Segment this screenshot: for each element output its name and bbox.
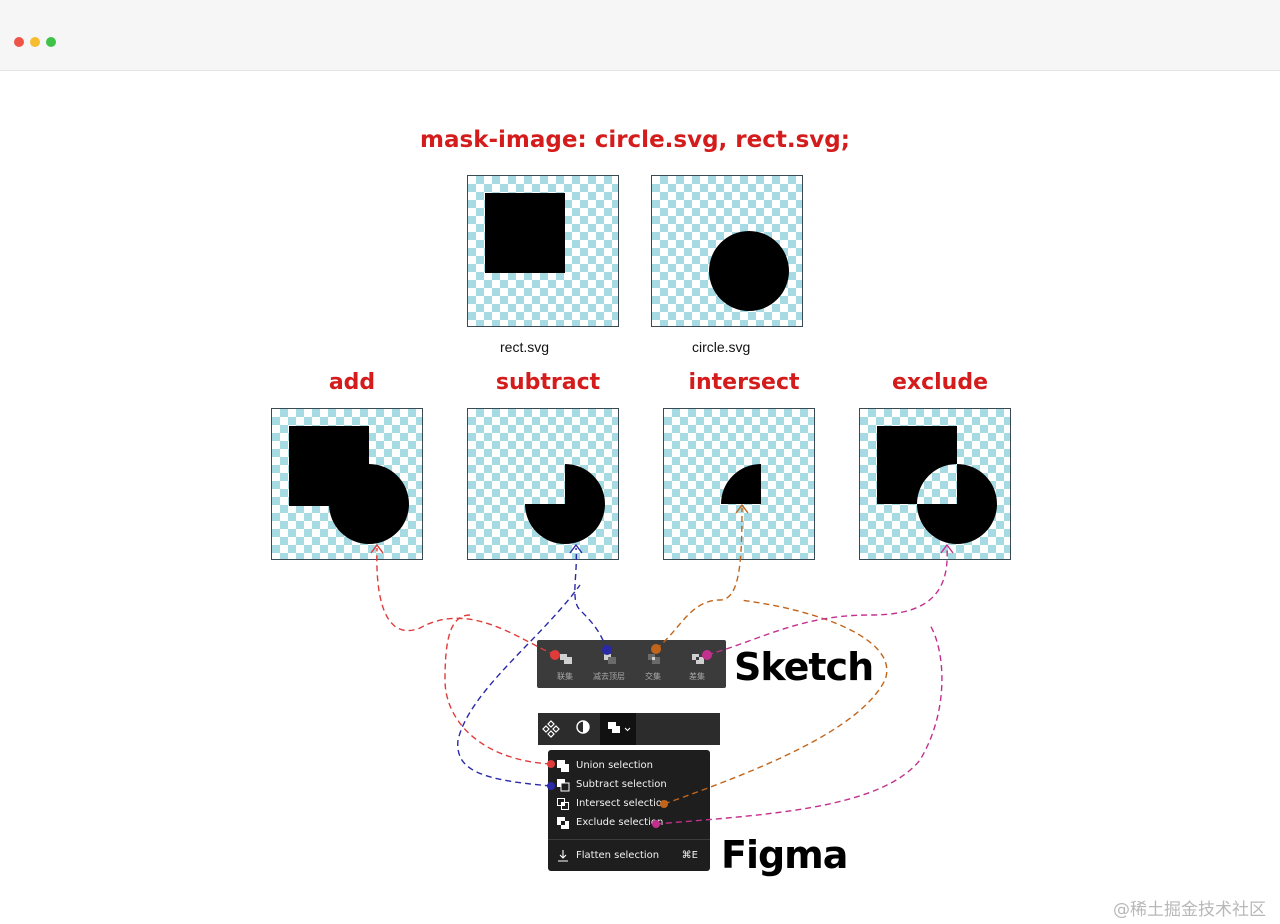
diagram-title: mask-image: circle.svg, rect.svg; — [420, 127, 850, 153]
sketch-intersect-button[interactable]: 交集 — [633, 646, 673, 686]
exclude-result-tile — [859, 408, 1011, 560]
intersect-result-shape — [721, 464, 761, 504]
subtract-connector-sketch — [574, 547, 608, 651]
subtract-selection-icon — [557, 779, 570, 792]
figma-exclude-selection-item[interactable]: Exclude selection — [548, 813, 710, 832]
figma-component-tool[interactable] — [538, 713, 568, 745]
intersect-selection-label: Intersect selection — [576, 798, 669, 809]
flatten-selection-label: Flatten selection — [576, 850, 660, 861]
figma-flatten-selection-item[interactable]: Flatten selection ⌘E — [548, 846, 710, 865]
rect-shape — [485, 193, 565, 273]
add-connector-figma — [444, 614, 552, 765]
union-icon — [560, 654, 572, 664]
exclude-selection-label: Exclude selection — [576, 817, 664, 828]
subtract-result-shape — [525, 464, 605, 544]
figma-subtract-selection-item[interactable]: Subtract selection — [548, 775, 710, 794]
sketch-difference-label: 差集 — [689, 672, 705, 681]
watermark: @稀土掘金技术社区 — [1113, 900, 1266, 920]
intersect-selection-icon — [557, 798, 569, 810]
circle-shape — [709, 231, 789, 311]
sketch-union-label: 联集 — [557, 672, 573, 681]
window-titlebar — [0, 0, 1280, 71]
rect-source-tile — [467, 175, 619, 327]
subtract-result-tile — [467, 408, 619, 560]
close-window-button[interactable] — [14, 37, 24, 47]
menu-divider — [548, 839, 710, 840]
flatten-icon — [558, 850, 568, 862]
sketch-boolean-toolbar: 联集 减去顶层 交集 差集 — [537, 640, 726, 688]
add-heading: add — [328, 370, 376, 395]
subtract-icon — [604, 654, 616, 664]
sketch-union-button[interactable]: 联集 — [545, 646, 585, 686]
rect-caption: rect.svg — [500, 339, 550, 355]
mask-icon — [576, 720, 590, 734]
add-result-shape — [289, 426, 409, 544]
subtract-heading: subtract — [495, 370, 601, 395]
minimize-window-button[interactable] — [30, 37, 40, 47]
intersect-heading: intersect — [688, 370, 800, 395]
union-selection-label: Union selection — [576, 760, 654, 771]
exclude-selection-icon — [557, 817, 569, 829]
exclude-result-shape — [877, 426, 997, 544]
add-connector-sketch — [376, 547, 556, 656]
figma-intersect-selection-item[interactable]: Intersect selection — [548, 794, 710, 813]
maximize-window-button[interactable] — [46, 37, 56, 47]
subtract-selection-label: Subtract selection — [576, 779, 667, 790]
circle-caption: circle.svg — [692, 339, 751, 355]
intersect-icon — [648, 654, 660, 664]
figma-mask-tool[interactable] — [568, 713, 598, 745]
sketch-subtract-button[interactable]: 减去顶层 — [589, 646, 629, 686]
exclude-heading: exclude — [891, 370, 989, 395]
component-icon — [542, 720, 560, 738]
difference-icon — [692, 654, 704, 664]
figma-boolean-tool[interactable] — [600, 713, 636, 745]
union-selection-icon — [557, 760, 569, 772]
sketch-subtract-label: 减去顶层 — [593, 672, 625, 681]
flatten-shortcut: ⌘E — [681, 850, 698, 861]
sketch-brand-label: Sketch — [734, 645, 874, 689]
sketch-intersect-label: 交集 — [645, 672, 661, 681]
figma-brand-label: Figma — [721, 833, 848, 877]
figma-union-selection-item[interactable]: Union selection — [548, 756, 710, 775]
figma-boolean-menu: Union selection Subtract selection Inter… — [548, 750, 710, 871]
figma-toolbar — [538, 713, 720, 745]
exclude-connector-sketch — [706, 547, 948, 656]
chevron-down-icon — [624, 727, 631, 732]
add-result-tile — [271, 408, 423, 560]
sketch-difference-button[interactable]: 差集 — [677, 646, 717, 686]
intersect-result-tile — [663, 408, 815, 560]
circle-source-tile — [651, 175, 803, 327]
boolean-icon — [608, 722, 631, 733]
